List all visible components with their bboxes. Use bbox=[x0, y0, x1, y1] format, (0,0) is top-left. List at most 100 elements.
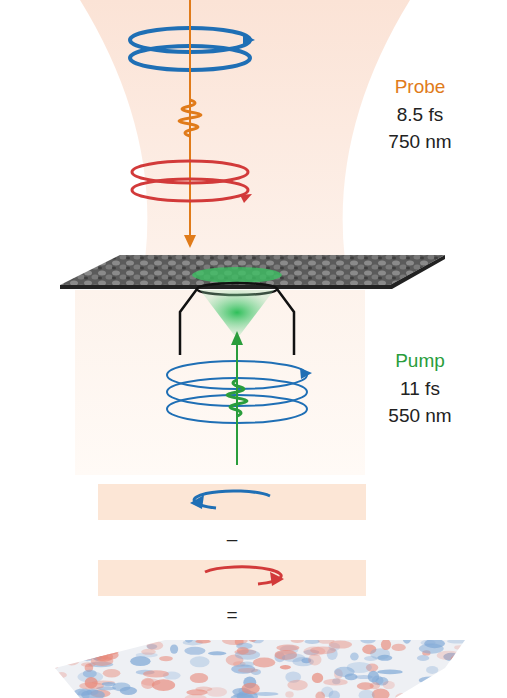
map-texture bbox=[310, 646, 336, 654]
arrow-blue-head bbox=[190, 495, 204, 509]
map-texture bbox=[81, 690, 105, 698]
map-texture bbox=[79, 651, 95, 660]
map-texture bbox=[75, 646, 86, 654]
sample bbox=[60, 255, 445, 285]
beam-name: Probe bbox=[395, 76, 446, 99]
map-texture bbox=[120, 687, 137, 695]
map-texture bbox=[403, 632, 412, 643]
map-texture bbox=[109, 630, 132, 642]
map-texture bbox=[44, 655, 63, 663]
map-texture bbox=[170, 644, 178, 653]
dichroism-map bbox=[40, 630, 480, 698]
map-texture bbox=[42, 696, 61, 698]
pump-pulse bbox=[227, 380, 247, 416]
probe-helix-blue bbox=[130, 28, 255, 70]
equals-sign: = bbox=[226, 604, 237, 627]
map-texture bbox=[237, 647, 249, 654]
pump-helix bbox=[167, 361, 312, 423]
map-texture bbox=[415, 691, 430, 698]
map-texture bbox=[285, 691, 293, 697]
map-texture bbox=[49, 682, 65, 692]
map-texture bbox=[42, 665, 58, 669]
probe-helix-red bbox=[132, 161, 252, 203]
map-texture bbox=[77, 643, 94, 649]
map-texture bbox=[334, 667, 355, 677]
map-texture bbox=[190, 656, 210, 667]
map-texture bbox=[451, 691, 463, 696]
map-texture bbox=[458, 660, 466, 671]
map-texture bbox=[141, 679, 160, 686]
map-texture bbox=[184, 647, 205, 655]
map-texture bbox=[442, 633, 456, 640]
map-texture bbox=[195, 639, 211, 643]
map-texture bbox=[329, 641, 352, 649]
map-texture bbox=[451, 654, 472, 665]
probe-pulse bbox=[179, 100, 201, 136]
map-texture bbox=[253, 657, 275, 667]
map-texture bbox=[419, 644, 444, 654]
map-texture bbox=[276, 645, 299, 651]
probe-beam bbox=[80, 0, 410, 260]
arrow-red bbox=[205, 567, 281, 584]
map-texture bbox=[102, 649, 119, 655]
map-texture bbox=[432, 692, 442, 698]
map-texture bbox=[130, 656, 150, 666]
map-texture bbox=[81, 645, 91, 655]
map-texture bbox=[437, 651, 461, 660]
map-texture bbox=[359, 690, 375, 698]
map-texture bbox=[417, 655, 429, 661]
map-texture bbox=[395, 693, 410, 698]
map-texture bbox=[329, 691, 340, 698]
map-texture bbox=[147, 641, 164, 650]
map-texture bbox=[79, 682, 104, 689]
map-texture bbox=[51, 642, 64, 654]
map-texture bbox=[449, 665, 458, 672]
map-texture bbox=[96, 631, 117, 642]
pump-beam bbox=[75, 290, 365, 475]
map-texture bbox=[103, 669, 121, 677]
band-right-circular bbox=[98, 560, 366, 596]
map-texture bbox=[102, 682, 116, 686]
map-texture bbox=[383, 681, 395, 689]
map-texture bbox=[233, 693, 253, 698]
map-texture bbox=[53, 654, 64, 662]
map-texture bbox=[291, 638, 304, 643]
map-texture bbox=[242, 683, 260, 694]
map-texture bbox=[305, 639, 320, 644]
map-texture bbox=[454, 645, 464, 649]
map-texture bbox=[83, 637, 106, 643]
minus-sign: – bbox=[227, 528, 238, 551]
map-texture bbox=[83, 656, 92, 661]
map-texture bbox=[447, 672, 461, 679]
objective bbox=[180, 283, 294, 355]
pulse-duration: 8.5 fs bbox=[397, 104, 443, 127]
map-texture bbox=[443, 684, 468, 690]
arrow-blue bbox=[194, 491, 270, 508]
map-texture bbox=[370, 682, 380, 689]
beam-name: Pump bbox=[395, 350, 445, 373]
map-texture bbox=[251, 635, 264, 643]
map-texture bbox=[372, 689, 390, 698]
map-texture bbox=[392, 644, 406, 651]
map-texture bbox=[90, 643, 100, 649]
map-texture bbox=[159, 656, 173, 661]
map-texture bbox=[364, 656, 377, 661]
wavelength: 750 nm bbox=[388, 131, 451, 154]
map-texture bbox=[143, 670, 169, 677]
map-texture bbox=[312, 673, 323, 683]
map-texture bbox=[65, 648, 82, 656]
map-texture bbox=[287, 680, 308, 691]
map-texture bbox=[55, 644, 68, 656]
pulse-duration: 11 fs bbox=[400, 378, 440, 401]
map-texture bbox=[88, 632, 99, 642]
map-texture bbox=[45, 679, 61, 689]
map-texture bbox=[76, 632, 94, 643]
map-texture bbox=[85, 644, 107, 653]
map-texture bbox=[57, 672, 67, 678]
map-texture bbox=[331, 635, 355, 639]
band-left-circular bbox=[98, 484, 366, 520]
map-texture bbox=[381, 639, 391, 650]
map-texture bbox=[76, 641, 87, 645]
map-texture bbox=[247, 631, 258, 642]
